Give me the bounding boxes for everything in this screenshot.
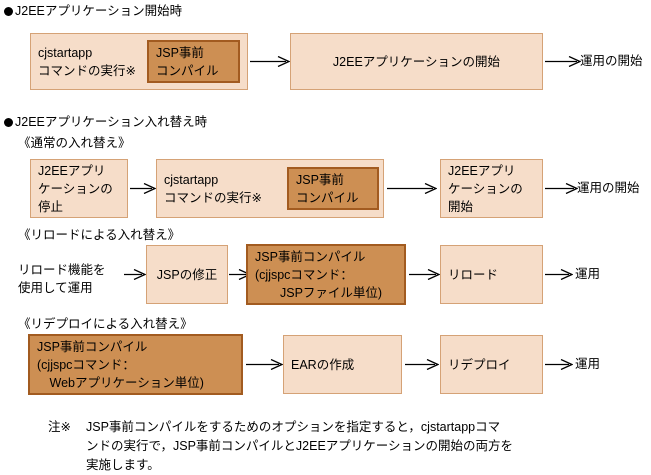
arrow-s2-3 <box>545 183 578 194</box>
arrow-s4-2 <box>405 359 439 370</box>
arrow-s3-1 <box>124 269 146 280</box>
arrow-s4-3 <box>545 359 573 370</box>
arrow-s3-4 <box>545 269 573 280</box>
node-j2ee-app-start-swap[interactable]: J2EEアプリ ケーションの 開始 <box>440 159 543 218</box>
node-cjstartapp-start-label: cjstartapp コマンドの実行※ <box>38 45 136 78</box>
node-jsp-precompile-start-label: JSP事前 コンパイル <box>156 45 219 78</box>
node-jsp-fix-label: JSPの修正 <box>156 267 218 282</box>
arrow-s4-1 <box>246 359 283 370</box>
section-heading-swap-label: J2EEアプリケーション入れ替え時 <box>15 115 208 129</box>
label-operation-start-2: 運用の開始 <box>577 181 640 195</box>
subheading-redeploy-swap: 《リデプロイによる入れ替え》 <box>18 317 193 331</box>
node-reload[interactable]: リロード <box>440 245 543 304</box>
arrow-s3-3 <box>409 269 440 280</box>
node-jsp-precompile-start[interactable]: JSP事前 コンパイル <box>147 40 240 83</box>
footnote-text: JSP事前コンパイルをするためのオプションを指定すると，cjstartappコマ… <box>86 420 514 472</box>
node-jsp-fix[interactable]: JSPの修正 <box>146 245 228 304</box>
section-heading-start-label: J2EEアプリケーション開始時 <box>15 4 183 18</box>
node-cjstartapp-swap-label: cjstartapp コマンドの実行※ <box>164 172 262 205</box>
arrow-s2-2 <box>387 183 437 194</box>
label-operation-start-1: 運用の開始 <box>580 54 643 68</box>
node-jsp-precompile-redeploy-label: JSP事前コンパイル (cjjspcコマンド： Webアプリケーション単位) <box>37 339 204 390</box>
node-jsp-precompile-reload[interactable]: JSP事前コンパイル (cjjspcコマンド： JSPファイル単位) <box>246 244 406 305</box>
node-j2ee-app-start-label: J2EEアプリケーションの開始 <box>332 54 501 69</box>
arrow-s2-1 <box>130 183 156 194</box>
bullet-icon <box>4 7 13 16</box>
node-jsp-precompile-reload-label: JSP事前コンパイル (cjjspcコマンド： JSPファイル単位) <box>255 249 383 300</box>
node-ear-create-label: EARの作成 <box>291 357 355 372</box>
node-j2ee-app-start[interactable]: J2EEアプリケーションの開始 <box>290 33 543 90</box>
node-j2ee-app-start-swap-label: J2EEアプリ ケーションの 開始 <box>448 163 523 214</box>
bullet-icon-2 <box>4 118 13 127</box>
section-heading-swap: J2EEアプリケーション入れ替え時 <box>4 115 207 130</box>
arrow-s1-1 <box>250 56 290 67</box>
arrow-s1-2 <box>545 56 581 67</box>
subheading-reload-swap: 《リロードによる入れ替え》 <box>18 228 181 242</box>
node-j2ee-app-stop-label: J2EEアプリ ケーションの 停止 <box>38 163 113 214</box>
label-use-reload-feature: リロード機能を 使用して運用 <box>18 263 106 295</box>
node-ear-create[interactable]: EARの作成 <box>283 335 402 394</box>
node-jsp-precompile-swap-label: JSP事前 コンパイル <box>296 172 359 205</box>
node-redeploy-label: リデプロイ <box>448 357 511 372</box>
node-j2ee-app-stop[interactable]: J2EEアプリ ケーションの 停止 <box>30 159 128 218</box>
node-jsp-precompile-redeploy[interactable]: JSP事前コンパイル (cjjspcコマンド： Webアプリケーション単位) <box>28 334 243 395</box>
node-redeploy[interactable]: リデプロイ <box>440 335 543 394</box>
subheading-normal-swap: 《通常の入れ替え》 <box>18 136 131 150</box>
footnote-marker: 注※ <box>48 420 71 434</box>
section-heading-start: J2EEアプリケーション開始時 <box>4 4 182 19</box>
node-reload-label: リロード <box>448 267 499 282</box>
label-operation-4: 運用 <box>575 357 601 371</box>
label-operation-3: 運用 <box>575 267 601 281</box>
node-jsp-precompile-swap[interactable]: JSP事前 コンパイル <box>287 167 379 210</box>
